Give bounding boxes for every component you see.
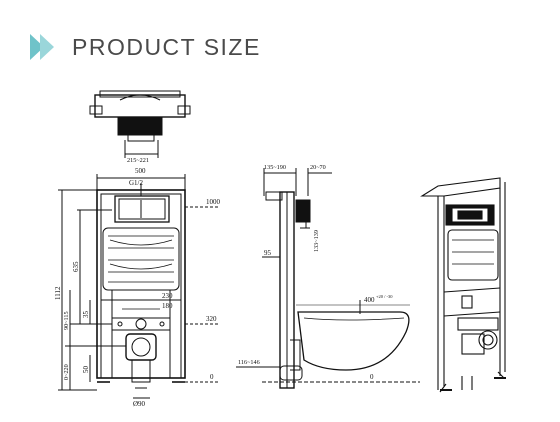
level-0-side: 0 xyxy=(370,373,374,381)
side-view xyxy=(236,168,420,389)
level-0-front: 0 xyxy=(210,373,214,381)
dim-500: 500 xyxy=(135,167,146,175)
page-title: PRODUCT SIZE xyxy=(72,33,261,60)
dim-0-220: 0~220 xyxy=(63,364,70,380)
front-view xyxy=(58,174,220,399)
dim-135-190: 135~190 xyxy=(264,164,286,171)
dim-180: 180 xyxy=(162,302,173,310)
dim-95: 95 xyxy=(264,249,272,257)
play-arrow-icon xyxy=(30,34,54,60)
dim-400-tolerance: +20 / -30 xyxy=(376,294,393,299)
dim-35: 35 xyxy=(82,311,90,319)
dim-20-70: 20~70 xyxy=(310,164,326,171)
level-1000: 1000 xyxy=(206,198,221,206)
dim-400: 400 xyxy=(364,296,375,304)
perspective-view xyxy=(420,177,506,393)
dim-pipe-90: Ø90 xyxy=(133,400,146,408)
dim-635: 635 xyxy=(72,261,80,272)
level-320: 320 xyxy=(206,315,217,323)
dim-116-146: 116~146 xyxy=(238,359,260,366)
dim-50: 50 xyxy=(82,366,90,374)
dim-90-115: 90~115 xyxy=(63,311,70,330)
top-view xyxy=(89,90,191,158)
section-header: PRODUCT SIZE xyxy=(28,30,261,64)
dim-230: 230 xyxy=(162,292,173,300)
dim-1112: 1112 xyxy=(54,286,62,300)
thread-label: G1/2 xyxy=(129,179,144,187)
dim-215-221: 215~221 xyxy=(127,157,149,164)
dim-133-139: 133~139 xyxy=(313,230,320,252)
